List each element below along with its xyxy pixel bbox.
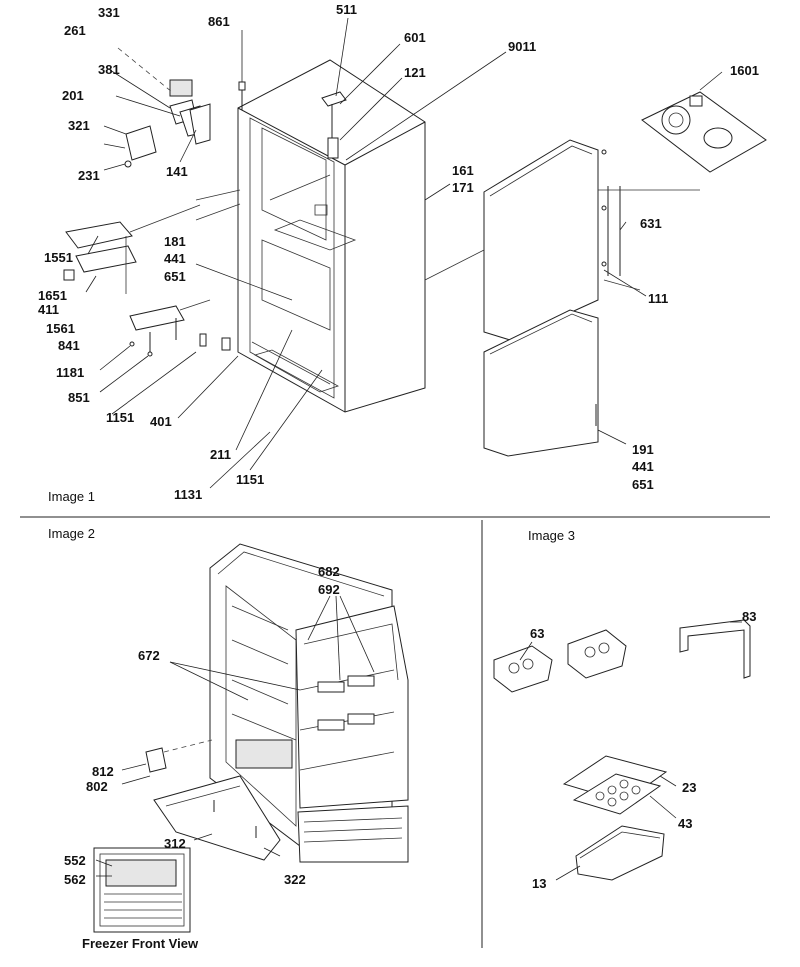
callout-181: 181 — [164, 234, 186, 249]
image1-drawing — [63, 47, 767, 457]
callout-141: 141 — [166, 164, 188, 179]
callout-682: 682 — [318, 564, 340, 579]
callout-231: 231 — [78, 168, 100, 183]
callout-441-bottom: 441 — [632, 459, 654, 474]
callout-631: 631 — [640, 216, 662, 231]
callout-13: 13 — [532, 876, 546, 891]
callout-43: 43 — [678, 816, 692, 831]
callout-1151-left: 1151 — [106, 410, 134, 425]
callout-161: 161 — [452, 163, 474, 178]
callout-802: 802 — [86, 779, 108, 794]
callout-322: 322 — [284, 872, 306, 887]
callout-812: 812 — [92, 764, 114, 779]
callout-261: 261 — [64, 23, 86, 38]
panel-label-image2: Image 2 — [48, 526, 95, 541]
callout-111: 111 — [648, 291, 668, 306]
callout-441-top: 441 — [164, 251, 186, 266]
image1-leaders — [85, 17, 723, 489]
callout-1131: 1131 — [174, 487, 202, 502]
callout-1601: 1601 — [730, 63, 759, 78]
image3-callouts: Image 3 63 83 23 43 13 — [528, 528, 756, 891]
callout-63: 63 — [530, 626, 544, 641]
callout-692: 692 — [318, 582, 340, 597]
image1-callouts: 331 261 381 201 321 231 141 861 511 601 … — [38, 2, 759, 504]
callout-1181: 1181 — [56, 365, 84, 380]
callout-401: 401 — [150, 414, 172, 429]
image2-drawing — [93, 543, 409, 933]
callout-672: 672 — [138, 648, 160, 663]
callout-121: 121 — [404, 65, 426, 80]
callout-511: 511 — [336, 2, 357, 17]
callout-83: 83 — [742, 609, 756, 624]
callout-171: 171 — [452, 180, 474, 195]
callout-331: 331 — [98, 5, 120, 20]
image3-leaders — [519, 621, 742, 881]
panel-label-image1: Image 1 — [48, 489, 95, 504]
image3-drawing — [493, 619, 751, 881]
callout-201: 201 — [62, 88, 84, 103]
callout-23: 23 — [682, 780, 696, 795]
callout-651-bottom: 651 — [632, 477, 654, 492]
callout-381: 381 — [98, 62, 120, 77]
image2-callouts: Image 2 682 692 672 812 802 312 322 552 … — [48, 526, 340, 951]
freezer-front-view-caption: Freezer Front View — [82, 936, 199, 951]
callout-321: 321 — [68, 118, 90, 133]
callout-1561: 1561 — [46, 321, 75, 336]
callout-1151-right: 1151 — [236, 472, 264, 487]
callout-1551: 1551 — [44, 250, 73, 265]
callout-312: 312 — [164, 836, 186, 851]
callout-411: 411 — [38, 302, 59, 317]
callout-651-top: 651 — [164, 269, 186, 284]
callout-562: 562 — [64, 872, 86, 887]
callout-1651: 1651 — [38, 288, 67, 303]
callout-9011: 9011 — [508, 39, 536, 54]
callout-191: 191 — [632, 442, 654, 457]
callout-851: 851 — [68, 390, 90, 405]
callout-841: 841 — [58, 338, 80, 353]
callout-861: 861 — [208, 14, 230, 29]
image2-leaders — [95, 595, 375, 877]
callout-211: 211 — [210, 447, 231, 462]
callout-552: 552 — [64, 853, 86, 868]
panel-label-image3: Image 3 — [528, 528, 575, 543]
callout-601: 601 — [404, 30, 426, 45]
